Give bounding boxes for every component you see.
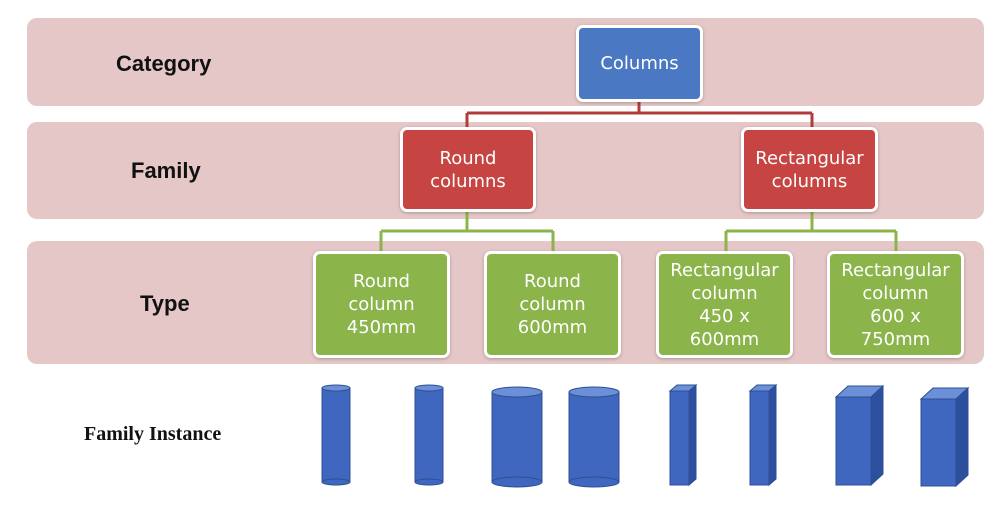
instance-round-600-a (491, 386, 543, 488)
instance-round-450-a (321, 384, 351, 486)
node-type-round-600: Round column 600mm (484, 251, 621, 358)
family-row-label: Family (131, 158, 201, 183)
category-row-label: Category (116, 51, 212, 76)
instance-round-600-b (568, 386, 620, 488)
node-type-round-450: Round column 450mm (313, 251, 450, 358)
type-connectors (379, 210, 898, 253)
family-connectors (465, 100, 814, 129)
category-band (27, 18, 984, 106)
node-family-round-columns: Round columns (400, 127, 536, 212)
node-type-rect-450x600: Rectangular column 450 x 600mm (656, 251, 793, 358)
node-type-rect-600x750: Rectangular column 600 x 750mm (827, 251, 964, 358)
instance-rect-450x600-b (748, 383, 778, 487)
instance-round-450-b (414, 384, 444, 486)
node-category-columns: Columns (576, 25, 703, 102)
instance-rect-600x750-b (919, 386, 970, 488)
instance-rect-600x750-a (834, 384, 885, 487)
family-instance-row-label: Family Instance (84, 423, 222, 445)
instance-rect-450x600-a (668, 383, 698, 487)
node-family-rectangular-columns: Rectangular columns (741, 127, 878, 212)
type-row-label: Type (140, 291, 190, 316)
